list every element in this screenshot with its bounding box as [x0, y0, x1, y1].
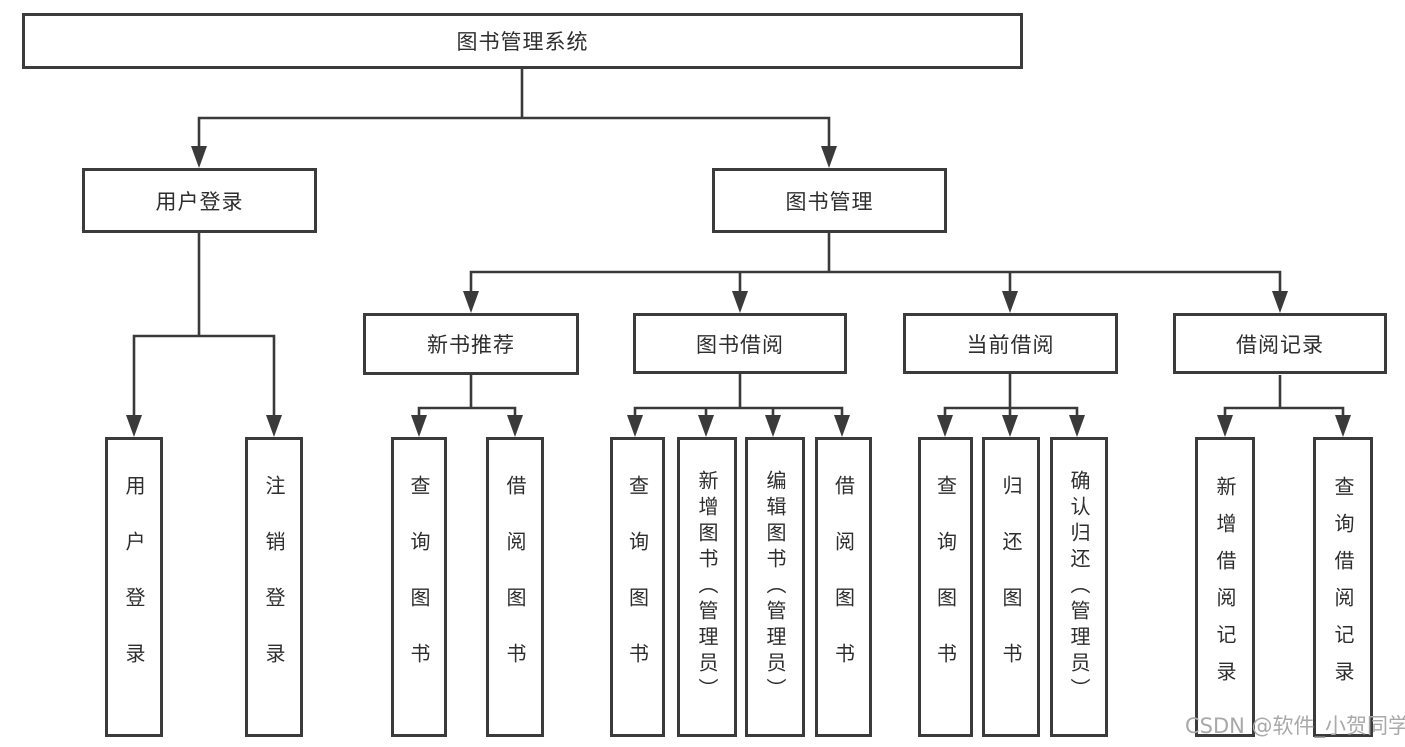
leaf-query-books-recommend: 查询图书 — [391, 437, 447, 737]
leaf-add-book-admin: 新增图书（管理员） — [677, 437, 737, 737]
node-book-management: 图书管理 — [712, 168, 947, 233]
node-root: 图书管理系统 — [22, 13, 1023, 69]
leaf-borrow-books-borrow: 借阅图书 — [815, 437, 872, 737]
node-user-login: 用户登录 — [82, 168, 317, 233]
csdn-watermark: CSDN @软件_小贺同学 — [1185, 714, 1405, 738]
node-book-borrowing: 图书借阅 — [633, 313, 847, 374]
leaf-return-book: 归还图书 — [982, 437, 1040, 737]
leaf-borrow-books-recommend: 借阅图书 — [486, 437, 544, 737]
node-borrowing-records: 借阅记录 — [1173, 313, 1387, 374]
node-new-book-recommendation: 新书推荐 — [363, 313, 579, 375]
node-current-borrowing: 当前借阅 — [903, 313, 1118, 374]
leaf-query-borrow-record: 查询借阅记录 — [1313, 437, 1373, 737]
leaf-add-borrow-record: 新增借阅记录 — [1195, 437, 1255, 737]
leaf-logout: 注销登录 — [245, 437, 303, 737]
leaf-confirm-return-admin: 确认归还（管理员） — [1050, 437, 1108, 737]
leaf-user-login: 用户登录 — [105, 437, 163, 737]
leaf-edit-book-admin: 编辑图书（管理员） — [745, 437, 805, 737]
leaf-query-books-current: 查询图书 — [918, 437, 973, 737]
leaf-query-books-borrow: 查询图书 — [610, 437, 665, 737]
